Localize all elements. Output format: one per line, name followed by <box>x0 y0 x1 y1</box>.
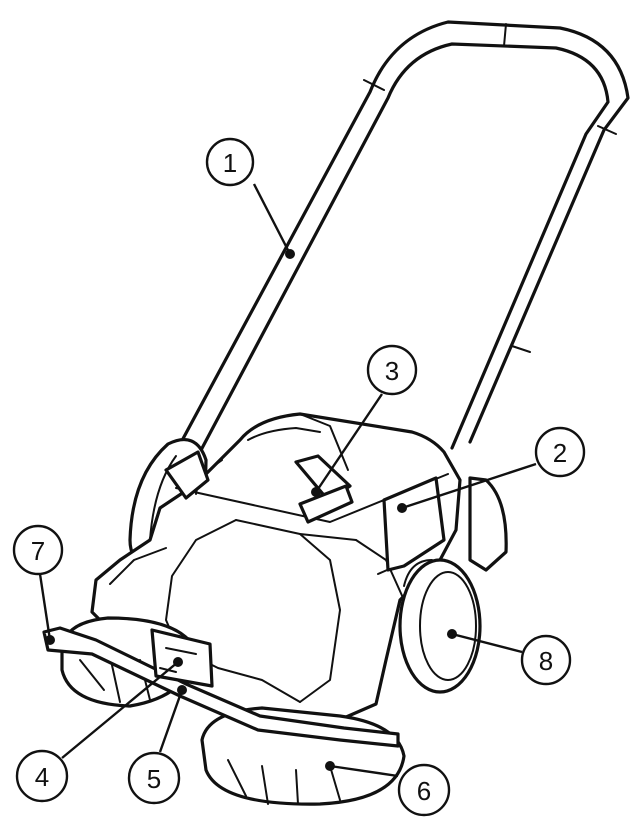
callout-6: 6 <box>397 763 451 817</box>
callout-2: 2 <box>534 426 586 478</box>
callout-leaders <box>38 183 537 778</box>
push-handle <box>176 20 630 454</box>
right-front-wheel <box>398 558 482 694</box>
callout-8-label: 8 <box>539 646 553 676</box>
callout-5: 5 <box>127 751 181 805</box>
callout-3: 3 <box>366 344 418 396</box>
callout-1-label: 1 <box>223 148 237 178</box>
callout-4-label: 4 <box>35 762 49 792</box>
callout-3-label: 3 <box>385 356 399 386</box>
right-rear-wheel <box>468 476 508 572</box>
callout-7: 7 <box>12 524 64 576</box>
callout-5-label: 5 <box>147 764 161 794</box>
callout-4: 4 <box>15 749 69 803</box>
callout-8: 8 <box>520 634 572 686</box>
callout-7-label: 7 <box>31 536 45 566</box>
callout-2-label: 2 <box>553 438 567 468</box>
handle-mount-bracket <box>164 450 446 572</box>
callout-1: 1 <box>205 137 255 187</box>
callout-6-label: 6 <box>417 776 431 806</box>
